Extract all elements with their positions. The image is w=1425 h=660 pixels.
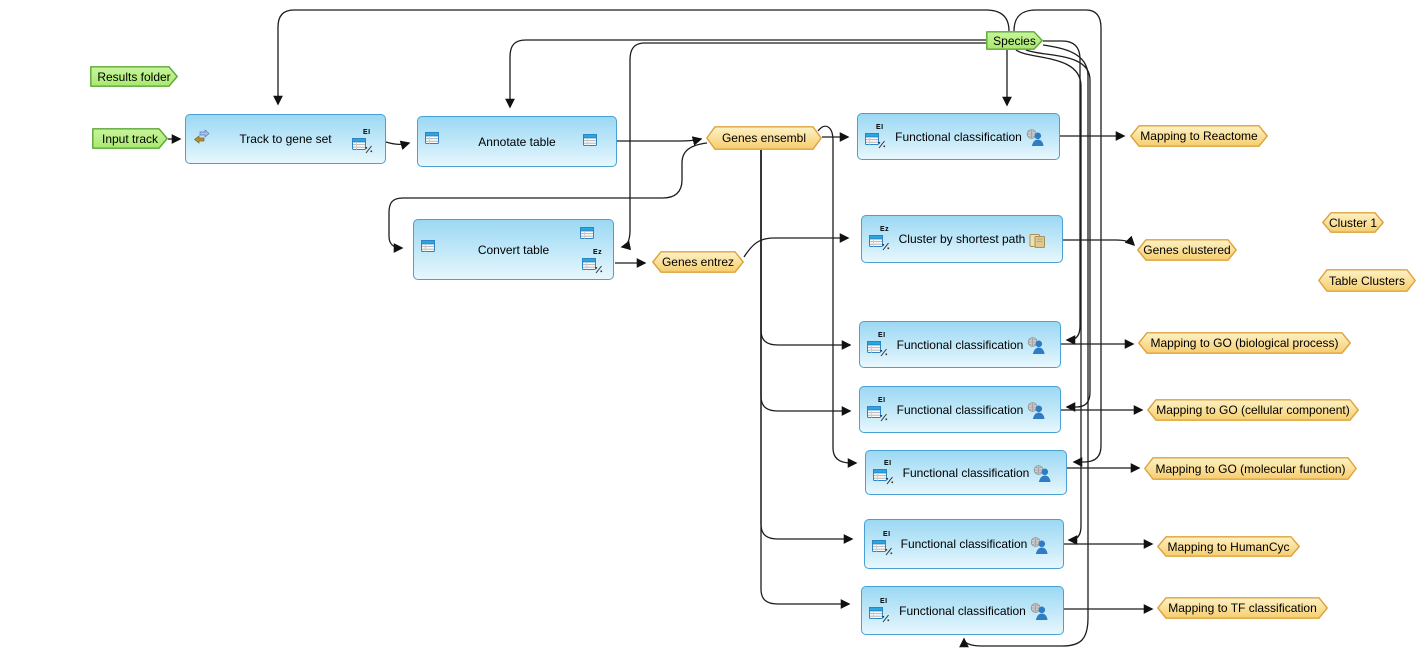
table-ensembl-icon: EI — [873, 459, 895, 487]
edge-species-to-track — [273, 9, 1010, 106]
icon-badge: Ez — [593, 249, 603, 256]
table-ensembl-icon: EI — [869, 597, 891, 625]
genes-clustered-node[interactable]: Genes clustered — [1137, 239, 1237, 261]
edge-ensembl-to-fc-bio — [760, 150, 852, 350]
param-shape — [986, 31, 1043, 50]
table-ensembl-icon: EI — [867, 396, 889, 424]
edge-track-to-annotate — [385, 140, 411, 150]
param-shape — [92, 128, 168, 149]
data-shape — [652, 251, 744, 273]
param-shape — [90, 66, 178, 87]
table-ensembl-icon: EI — [865, 123, 887, 151]
species-node[interactable]: Species — [986, 31, 1043, 50]
classification-icon — [1030, 536, 1052, 561]
classification-icon — [1027, 402, 1049, 426]
data-shape — [1318, 269, 1416, 292]
edge-species-to-fc-mol — [1013, 9, 1102, 467]
edge-ensembl-to-fc-mol — [817, 125, 858, 468]
table-ensembl-icon: EI — [867, 331, 889, 359]
data-shape — [1157, 536, 1300, 557]
mapping-go-mf-node[interactable]: Mapping to GO (molecular function) — [1144, 457, 1357, 480]
icon-badge: Ez — [880, 226, 890, 233]
data-shape — [1130, 125, 1268, 147]
classification-icon — [1026, 129, 1048, 153]
icon-badge: EI — [878, 396, 886, 404]
mapping-humancyc-node[interactable]: Mapping to HumanCyc — [1157, 536, 1300, 557]
icon-badge: EI — [878, 331, 886, 339]
table-clusters-node[interactable]: Table Clusters — [1318, 269, 1416, 292]
edge-species-to-fc-cell — [1025, 49, 1091, 412]
icon-badge: EI — [884, 459, 892, 467]
edge-species-to-annotate — [505, 39, 986, 109]
table-icon — [580, 227, 602, 251]
mapping-go-cc-node[interactable]: Mapping to GO (cellular component) — [1147, 399, 1359, 421]
results-folder-node[interactable]: Results folder — [90, 66, 178, 87]
edge-ensembl-to-fc-tf — [760, 150, 851, 609]
mapping-tf-node[interactable]: Mapping to TF classification — [1157, 597, 1328, 619]
table-icon — [421, 239, 443, 264]
classification-icon — [1027, 337, 1049, 361]
classification-icon — [1033, 465, 1055, 489]
annotate-table-node[interactable]: Annotate table — [417, 116, 617, 167]
edge-species-to-fc-bio — [1043, 40, 1081, 345]
table-entrez-icon: Ez — [869, 226, 891, 253]
data-shape — [706, 126, 822, 150]
edge-species-to-fc-tf — [959, 44, 1089, 648]
icon-badge: EI — [363, 128, 371, 136]
edge-species-to-fc-humancyc — [1015, 49, 1082, 545]
icon-badge: EI — [880, 597, 888, 605]
edge-entrez-to-cluster — [743, 233, 850, 258]
input-track-node[interactable]: Input track — [92, 128, 168, 149]
icon-badge: EI — [876, 123, 884, 131]
data-shape — [1322, 212, 1384, 233]
data-shape — [1138, 332, 1351, 354]
cluster-1-node[interactable]: Cluster 1 — [1322, 212, 1384, 233]
data-shape — [1147, 399, 1359, 421]
classification-icon — [1030, 603, 1052, 627]
data-shape — [1157, 597, 1328, 619]
data-shape — [1144, 457, 1357, 480]
table-icon — [583, 134, 605, 158]
icon-badge: EI — [883, 531, 891, 538]
edge-ensembl-to-fc-cell — [760, 150, 852, 416]
table-icon — [425, 131, 447, 156]
data-shape — [1137, 239, 1237, 261]
edge-annotate-to-ensembl — [617, 136, 703, 146]
table-ensembl-icon: EI — [872, 531, 894, 558]
genes-entrez-node[interactable]: Genes entrez — [652, 251, 744, 273]
edge-ensembl-to-convert — [388, 142, 708, 253]
genes-ensembl-node[interactable]: Genes ensembl — [706, 126, 822, 150]
edge-cluster-to-clustered — [1063, 235, 1136, 247]
track-icon — [193, 129, 215, 153]
mapping-reactome-node[interactable]: Mapping to Reactome — [1130, 125, 1268, 147]
table-entrez-icon: Ez — [582, 249, 604, 276]
mapping-go-bp-node[interactable]: Mapping to GO (biological process) — [1138, 332, 1351, 354]
documents-icon — [1029, 232, 1051, 256]
edge-species-to-convert — [620, 42, 986, 251]
table-ensembl-icon: EI — [352, 128, 374, 156]
